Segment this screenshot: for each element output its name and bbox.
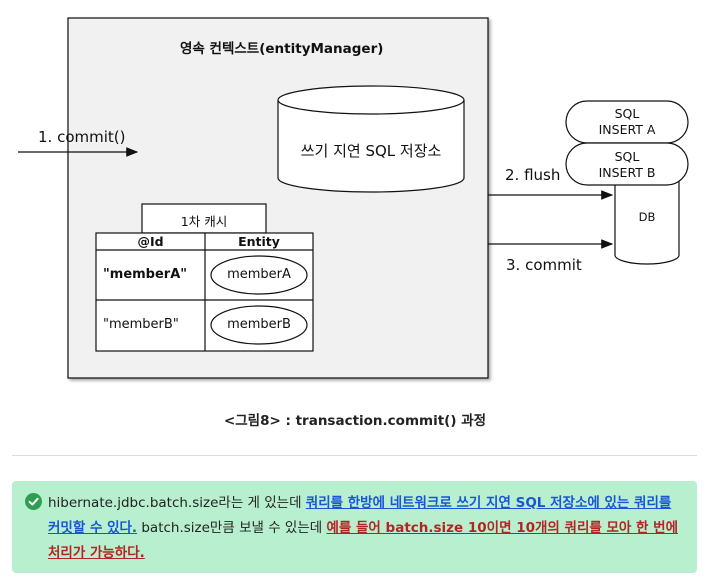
sql-insert-b-line2: INSERT B [598,165,656,180]
flush-label: 2. flush [505,166,561,184]
sql-store-cylinder [277,85,465,193]
sql-insert-a-line2: INSERT A [598,122,656,137]
row-id-memberA: "memberA" [103,267,188,282]
first-level-cache-tab [141,203,267,234]
table-header-id: @Id [137,234,164,249]
diagram-shapes [18,17,689,379]
first-level-cache-label: 1차 캐시 [180,214,228,229]
tip-callout: hibernate.jdbc.batch.size라는 게 있는데 쿼리를 한방… [12,481,697,573]
table-header-entity: Entity [238,234,280,249]
entity-ellipse-memberA [210,255,308,295]
row-entity-memberA: memberA [227,267,291,282]
commit-db-label: 3. commit [506,256,582,274]
db-label: DB [638,210,656,224]
callout-text-1: hibernate.jdbc.batch.size라는 게 있는데 [48,495,306,511]
callout-text-2: batch.size만큼 보낼 수 있는데 [137,520,327,536]
callout-highlight-2: 예를 들어 batch.size 10이면 10개의 쿼리를 모아 한 번에 처… [48,520,679,561]
cache-table [95,232,314,352]
row-entity-memberB: memberB [227,317,291,332]
callout-highlight-1: 쿼리를 한방에 네트워크로 쓰기 지연 SQL 저장소에 있는 쿼리를 커밋할 … [48,495,672,536]
sql-insert-a-line1: SQL [614,106,640,121]
sql-store-label: 쓰기 지연 SQL 저장소 [300,142,442,160]
context-title: 영속 컨텍스트(entityManager) [180,41,384,57]
commit-label: 1. commit() [38,128,126,146]
sql-insert-b-bubble [565,142,689,186]
persistence-context-diagram: 영속 컨텍스트(entityManager) 1. commit() 쓰기 지연… [18,17,689,379]
sql-insert-b-line1: SQL [614,149,640,164]
figure-caption: <그림8> : transaction.commit() 과정 [223,413,487,429]
entity-ellipse-memberB [210,305,308,345]
divider [12,455,697,456]
check-circle-icon [25,493,42,510]
row-id-memberB: "memberB" [103,317,179,332]
